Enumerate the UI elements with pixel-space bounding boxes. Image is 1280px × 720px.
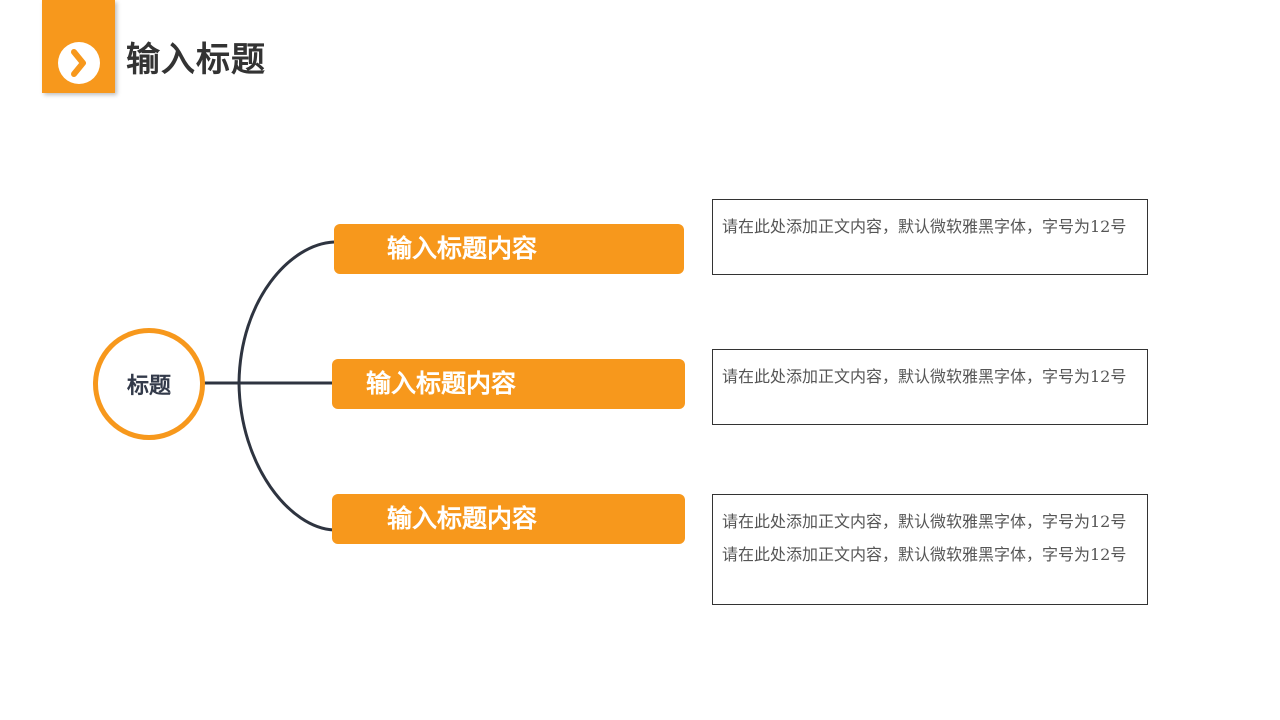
branch-2: 输入标题内容 bbox=[332, 359, 685, 409]
branch-1: 输入标题内容 bbox=[334, 224, 684, 274]
description-box-2: 请在此处添加正文内容，默认微软雅黑字体，字号为12号 bbox=[712, 349, 1148, 425]
root-node: 标题 bbox=[93, 328, 205, 440]
header-badge bbox=[42, 0, 115, 93]
chevron-circle bbox=[58, 42, 100, 84]
branch-3: 输入标题内容 bbox=[332, 494, 685, 544]
page-title: 输入标题 bbox=[126, 40, 266, 80]
description-box-3: 请在此处添加正文内容，默认微软雅黑字体，字号为12号请在此处添加正文内容，默认微… bbox=[712, 494, 1148, 605]
chevron-right-icon bbox=[71, 49, 86, 77]
description-box-1: 请在此处添加正文内容，默认微软雅黑字体，字号为12号 bbox=[712, 199, 1148, 275]
connector-arc bbox=[237, 240, 335, 532]
